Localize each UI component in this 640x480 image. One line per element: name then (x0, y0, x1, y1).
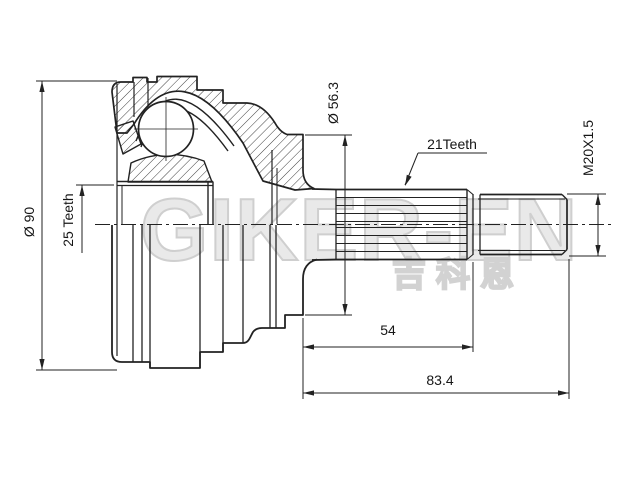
dim-spline-length-label: 54 (380, 322, 396, 338)
housing-section-top (111, 75, 315, 356)
dimension-lines (36, 80, 606, 399)
dim-thread-spec-label: M20X1.5 (580, 119, 596, 177)
dim-overall-length-label: 83.4 (426, 372, 454, 388)
dim-boss-diameter-label: Ø 56.3 (325, 81, 341, 125)
dim-inner-spline-teeth-label: 25 Teeth (60, 193, 76, 247)
watermark-brand-chinese: 吉科恩 (391, 256, 524, 294)
housing-exterior-bottom (111, 225, 318, 369)
stub-shaft (311, 188, 568, 261)
dim-shaft-spline-teeth-label: 21Teeth (427, 136, 477, 152)
dim-outer-diameter-label: Ø 90 (21, 206, 37, 238)
dimension-arrows (39, 81, 601, 396)
